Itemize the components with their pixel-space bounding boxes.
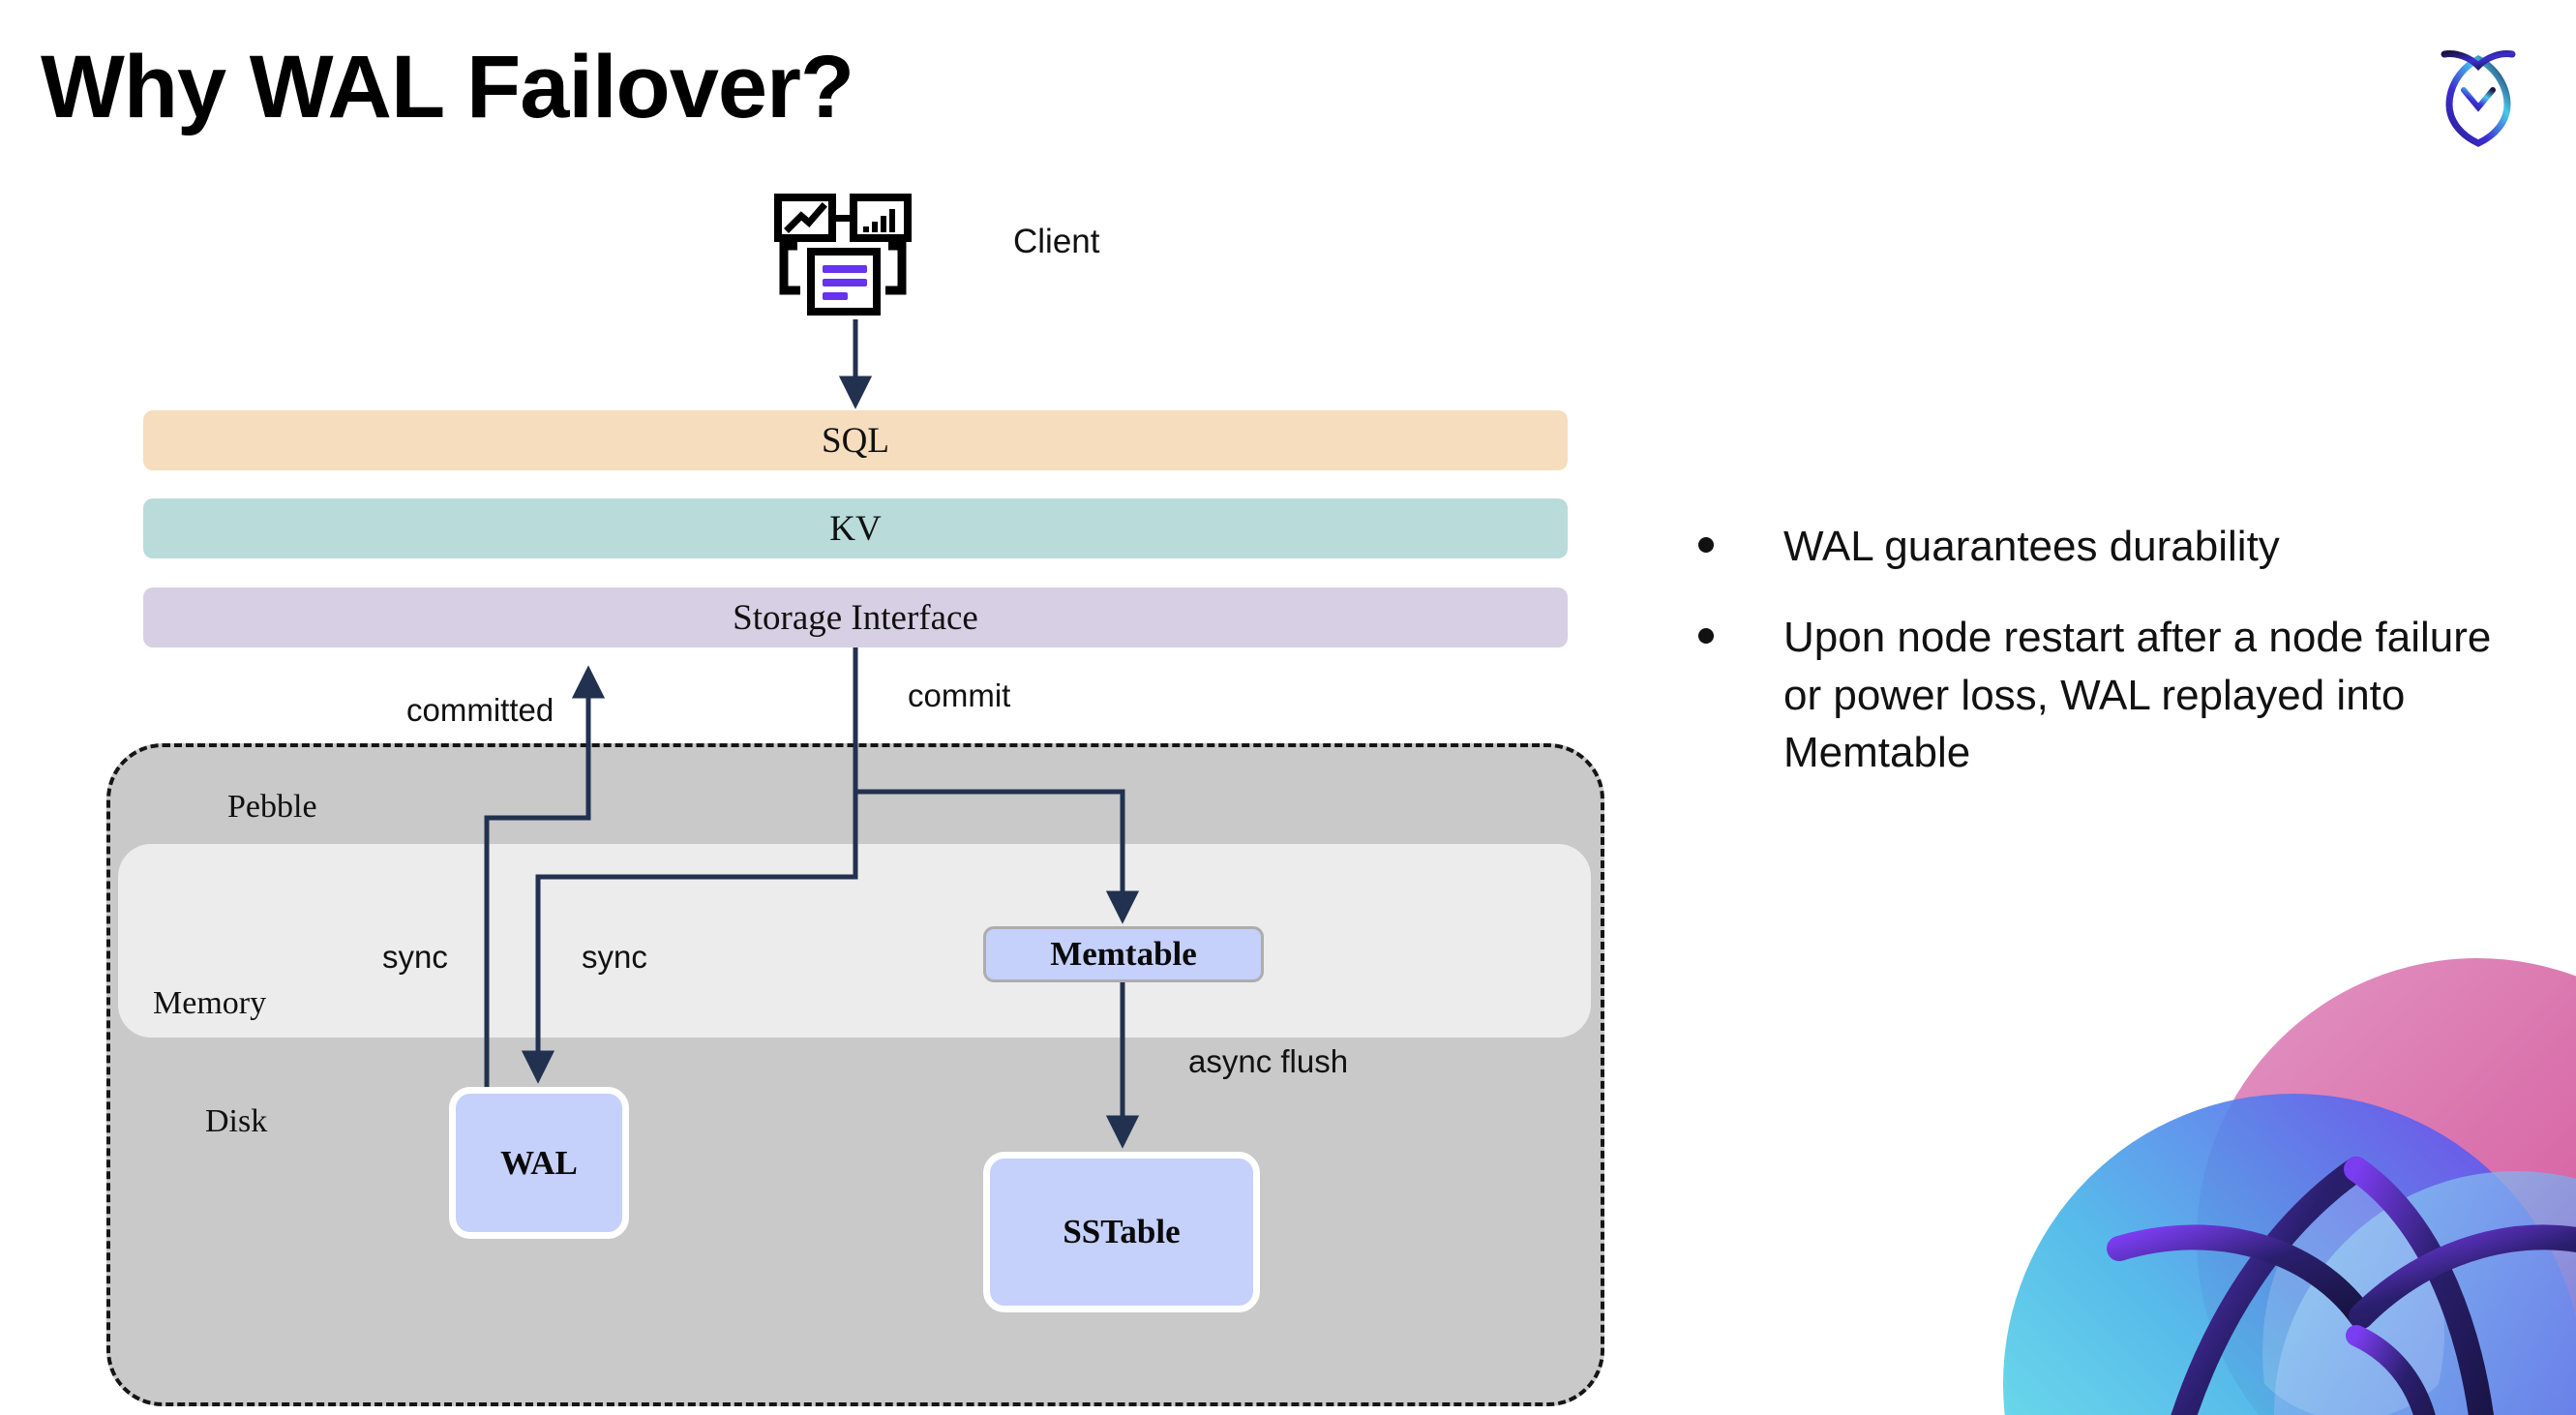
node-wal[interactable]: WAL [449,1087,629,1239]
edge-commit-to-wal [521,792,858,1084]
node-sstable[interactable]: SSTable [983,1152,1260,1312]
bullet-list: WAL guarantees durability Upon node rest… [1698,518,2511,815]
list-item: Upon node restart after a node failure o… [1698,609,2511,782]
layer-label-kv: KV [829,508,882,549]
architecture-diagram: Pebble Memory Disk SQL KV Storage Interf… [106,194,1604,1406]
edge-label-sync-left: sync [382,939,448,975]
node-memtable[interactable]: Memtable [983,926,1264,982]
region-label-memory: Memory [153,985,267,1021]
bullet-text: WAL guarantees durability [1783,523,2280,570]
edge-label-sync-right: sync [582,939,647,975]
layer-bar-storage[interactable]: Storage Interface [143,587,1568,647]
cockroachdb-logo-icon [2415,29,2541,155]
layer-label-sql: SQL [822,420,889,461]
gradient-circles-decoration [1974,929,2576,1415]
client-label: Client [1013,223,1100,260]
node-label-memtable: Memtable [1050,935,1197,973]
edge-label-commit: commit [908,677,1011,713]
page-title: Why WAL Failover? [41,38,854,136]
node-label-sstable: SSTable [1063,1213,1181,1250]
bullet-text: Upon node restart after a node failure o… [1783,613,2492,777]
edge-commit-to-memtable [853,647,1140,924]
layer-bar-kv[interactable]: KV [143,498,1568,558]
bullet-dot-icon [1698,627,1714,644]
node-label-wal: WAL [500,1143,578,1182]
layer-label-storage: Storage Interface [733,597,978,638]
edge-label-committed: committed [406,692,554,728]
region-label-pebble: Pebble [227,789,317,825]
edge-committed-to-storage [484,665,606,1092]
client-monitoring-dashboard-icon [774,194,929,319]
edge-label-async-flush: async flush [1188,1043,1349,1079]
list-item: WAL guarantees durability [1698,518,2511,576]
bullet-dot-icon [1698,537,1714,553]
layer-bar-sql[interactable]: SQL [143,410,1568,470]
region-label-disk: Disk [205,1103,268,1139]
